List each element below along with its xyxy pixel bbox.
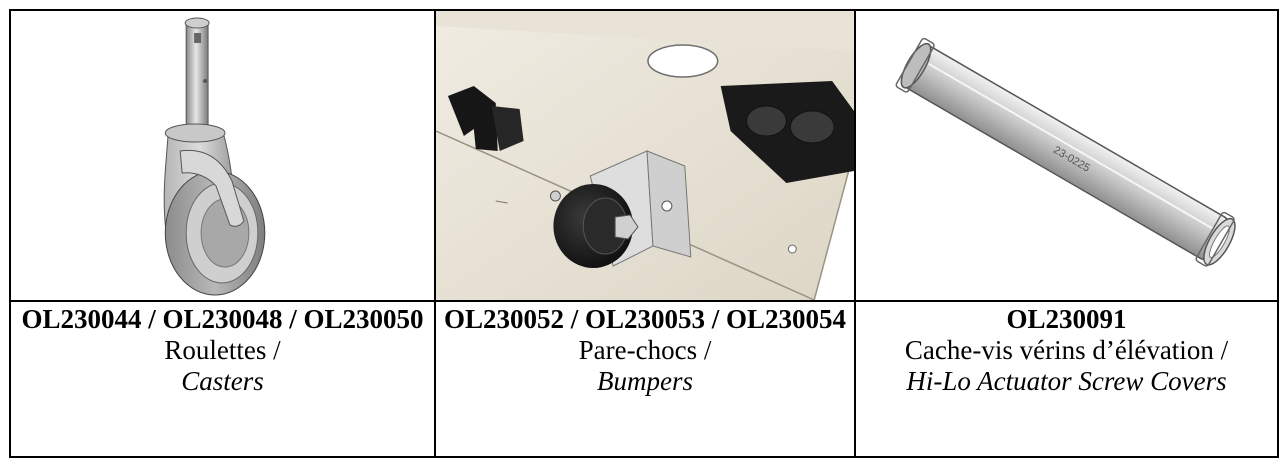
description-en: Casters	[181, 366, 264, 396]
part-number: OL230044 / OL230048 / OL230050	[21, 304, 424, 334]
caster-wheel-icon	[163, 17, 266, 296]
part-cell-screw-cover: OL230091 Cache-vis vérins d’élévation / …	[854, 300, 1279, 458]
image-row: 23-0225	[9, 9, 1279, 302]
screw-cover-tube-icon: 23-0225	[895, 37, 1236, 267]
text-row: OL230044 / OL230048 / OL230050 Roulettes…	[9, 300, 1279, 458]
part-number: OL230052 / OL230053 / OL230054	[443, 304, 847, 334]
description-fr: Roulettes /	[164, 335, 281, 365]
description-fr: Pare-chocs /	[578, 335, 712, 365]
part-number: OL230091	[1006, 304, 1127, 334]
part-image-cell	[9, 9, 436, 302]
part-cell-bumper: OL230052 / OL230053 / OL230054 Pare-choc…	[434, 300, 856, 458]
parts-table: 23-0225 OL230044 / OL230048 / OL230050 R…	[9, 9, 1279, 458]
description-en: Bumpers	[597, 366, 693, 396]
part-image-cell	[434, 9, 856, 302]
part-cell-caster: OL230044 / OL230048 / OL230050 Roulettes…	[9, 300, 436, 458]
bumper-assembly-icon	[436, 11, 854, 300]
description-en: Hi-Lo Actuator Screw Covers	[906, 366, 1227, 396]
description-fr: Cache-vis vérins d’élévation /	[904, 335, 1229, 365]
part-image-cell: 23-0225	[854, 9, 1279, 302]
